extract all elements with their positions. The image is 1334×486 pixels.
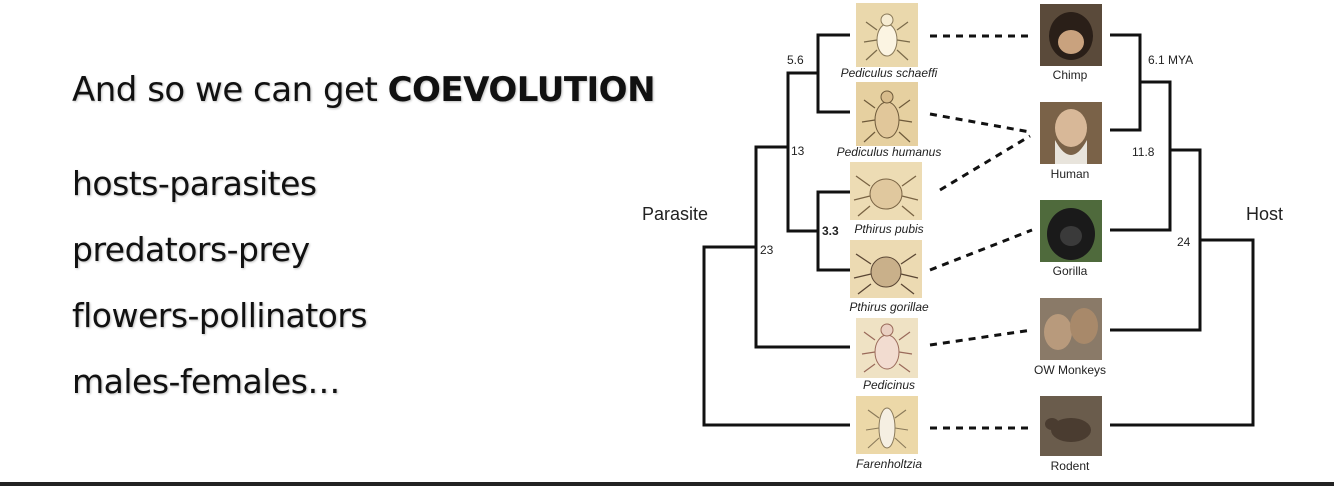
- ow-monkeys-photo: [1040, 298, 1102, 360]
- association-line: [940, 136, 1030, 190]
- host-name: OW Monkeys: [1034, 363, 1106, 377]
- host-branch: [1110, 240, 1253, 425]
- bottom-divider: [0, 482, 1334, 486]
- parasite-name: Pediculus humanus: [837, 145, 942, 159]
- parasite-name: Pthirus pubis: [854, 222, 923, 236]
- node-age: 11.8: [1132, 145, 1155, 159]
- parasite-name: Pthirus gorillae: [849, 300, 929, 314]
- louse-illustration: [856, 318, 918, 378]
- chimp-photo: [1040, 4, 1102, 66]
- louse-illustration: [850, 240, 922, 298]
- node-age: 24: [1177, 235, 1191, 249]
- association-line: [930, 230, 1032, 270]
- node-age: 5.6: [787, 53, 804, 67]
- parasite-branch: [704, 247, 850, 425]
- human-photo: [1040, 102, 1102, 164]
- host-name: Rodent: [1051, 459, 1090, 473]
- association-line: [930, 330, 1032, 345]
- gorilla-photo: [1040, 200, 1102, 262]
- louse-illustration: [856, 3, 918, 67]
- parasite-tree-label: Parasite: [642, 204, 708, 224]
- host-name: Human: [1051, 167, 1090, 181]
- host-tree-label: Host: [1246, 204, 1283, 224]
- node-age: 3.3: [822, 224, 839, 238]
- host-branch: [1110, 35, 1140, 130]
- host-tree: [1110, 35, 1253, 425]
- parasite-name: Pedicinus: [863, 378, 915, 392]
- louse-illustration: [856, 82, 918, 146]
- host-name: Gorilla: [1053, 264, 1088, 278]
- host-name: Chimp: [1053, 68, 1088, 82]
- node-age: 23: [760, 243, 774, 257]
- rodent-photo: [1040, 396, 1102, 456]
- association-links: [930, 36, 1032, 428]
- louse-illustration: [856, 396, 918, 454]
- parasite-name: Pediculus schaeffi: [841, 66, 938, 80]
- association-line: [930, 114, 1030, 132]
- louse-illustration: [850, 162, 922, 220]
- parasite-name: Farenholtzia: [856, 457, 922, 471]
- node-age: 13: [791, 144, 805, 158]
- node-age: 6.1 MYA: [1148, 53, 1193, 67]
